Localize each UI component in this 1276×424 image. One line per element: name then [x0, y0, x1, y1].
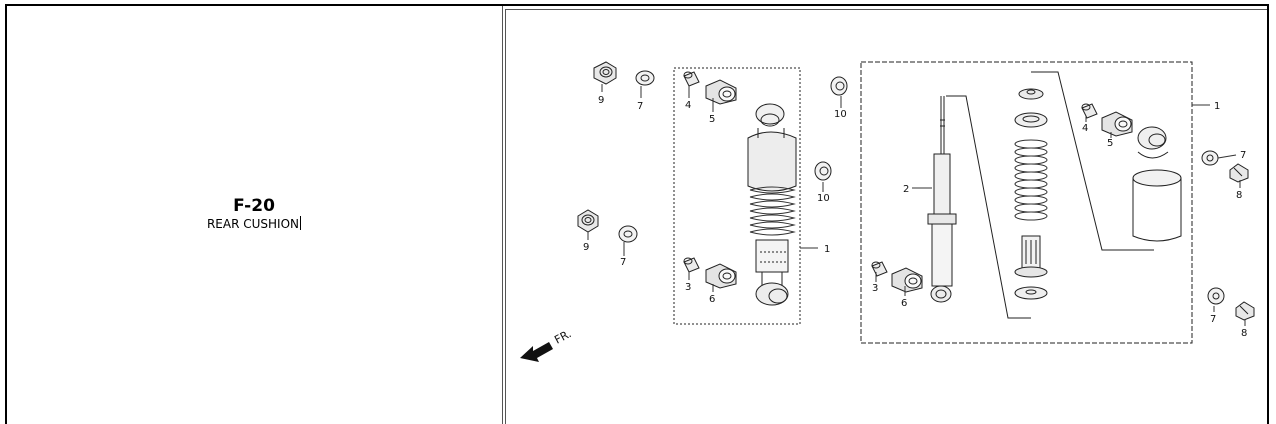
callout-labels: 9 7 4 5 10 10 9 7 3 6 1 2 3 6 4 5 1 7 8 …: [583, 95, 1247, 339]
callout-label: 7: [1240, 150, 1246, 161]
collar-part-3-right: [871, 261, 888, 277]
diagram-panel: [505, 9, 1267, 424]
washer-part-7-lower: [618, 225, 638, 243]
title-block: F-20 REAR CUSHION: [0, 196, 508, 232]
collar-part-3-left: [683, 257, 700, 273]
washer-part-7-right-top: [1201, 150, 1219, 166]
callout-label: 10: [817, 193, 830, 204]
callout-label: 5: [709, 114, 715, 125]
leader-7c: [1217, 154, 1237, 159]
callout-label: 7: [620, 257, 626, 268]
washer-part-7-right-bottom: [1207, 287, 1225, 305]
callout-label: 4: [1082, 123, 1088, 134]
callout-label: 7: [1210, 314, 1216, 325]
bushing-part-5-right: [1101, 111, 1133, 137]
cap-nut-part-8-top: [1229, 163, 1249, 183]
assembly-leader-damper: [946, 95, 1031, 319]
page-frame: [5, 4, 1269, 424]
cap-nut-part-8-bottom: [1235, 301, 1255, 321]
callout-label: 10: [834, 109, 847, 120]
callout-label: 7: [637, 101, 643, 112]
callout-label: 8: [1236, 190, 1242, 201]
washer-part-7-top: [635, 70, 655, 86]
collar-part-4-left: [683, 71, 700, 87]
bushing-part-6-right: [891, 267, 923, 293]
front-direction-label: FR.: [552, 327, 573, 346]
callout-label: 6: [709, 294, 715, 305]
page-code: F-20: [233, 196, 275, 216]
nut-part-9-lower: [577, 209, 599, 233]
callout-label: 6: [901, 298, 907, 309]
callout-label: 3: [685, 282, 691, 293]
rear-cushion-assembly-left: [747, 103, 797, 306]
callout-label: 2: [903, 184, 909, 195]
assembly-group-box-left: [673, 67, 801, 325]
page-name-field[interactable]: REAR CUSHION: [0, 216, 508, 232]
washer-part-10-mid: [814, 161, 832, 181]
callout-label: 1: [824, 244, 830, 255]
front-direction-arrow: [520, 342, 553, 362]
assembly-group-box-right: [860, 61, 1193, 344]
nut-part-9-top: [593, 61, 617, 85]
callout-label: 9: [598, 95, 604, 106]
upper-eye-part: [1137, 126, 1169, 159]
text-cursor: [300, 216, 302, 230]
outer-sleeve-part: [1132, 169, 1182, 242]
page-name: REAR CUSHION: [206, 217, 300, 231]
assembly-leader-spring: [1031, 71, 1154, 251]
damper-part-2: [927, 96, 957, 303]
washer-part-10-top: [830, 76, 848, 96]
callout-label: 4: [685, 100, 691, 111]
title-panel: [7, 6, 503, 424]
bushing-part-6-left: [705, 263, 737, 289]
callout-label: 8: [1241, 328, 1247, 339]
callout-label: 5: [1107, 138, 1113, 149]
callout-label: 1: [1214, 101, 1220, 112]
spring-part: [1014, 88, 1048, 300]
collar-part-4-right: [1081, 103, 1098, 119]
callout-label: 3: [872, 283, 878, 294]
bushing-part-5-left: [705, 79, 737, 105]
callout-label: 9: [583, 242, 589, 253]
